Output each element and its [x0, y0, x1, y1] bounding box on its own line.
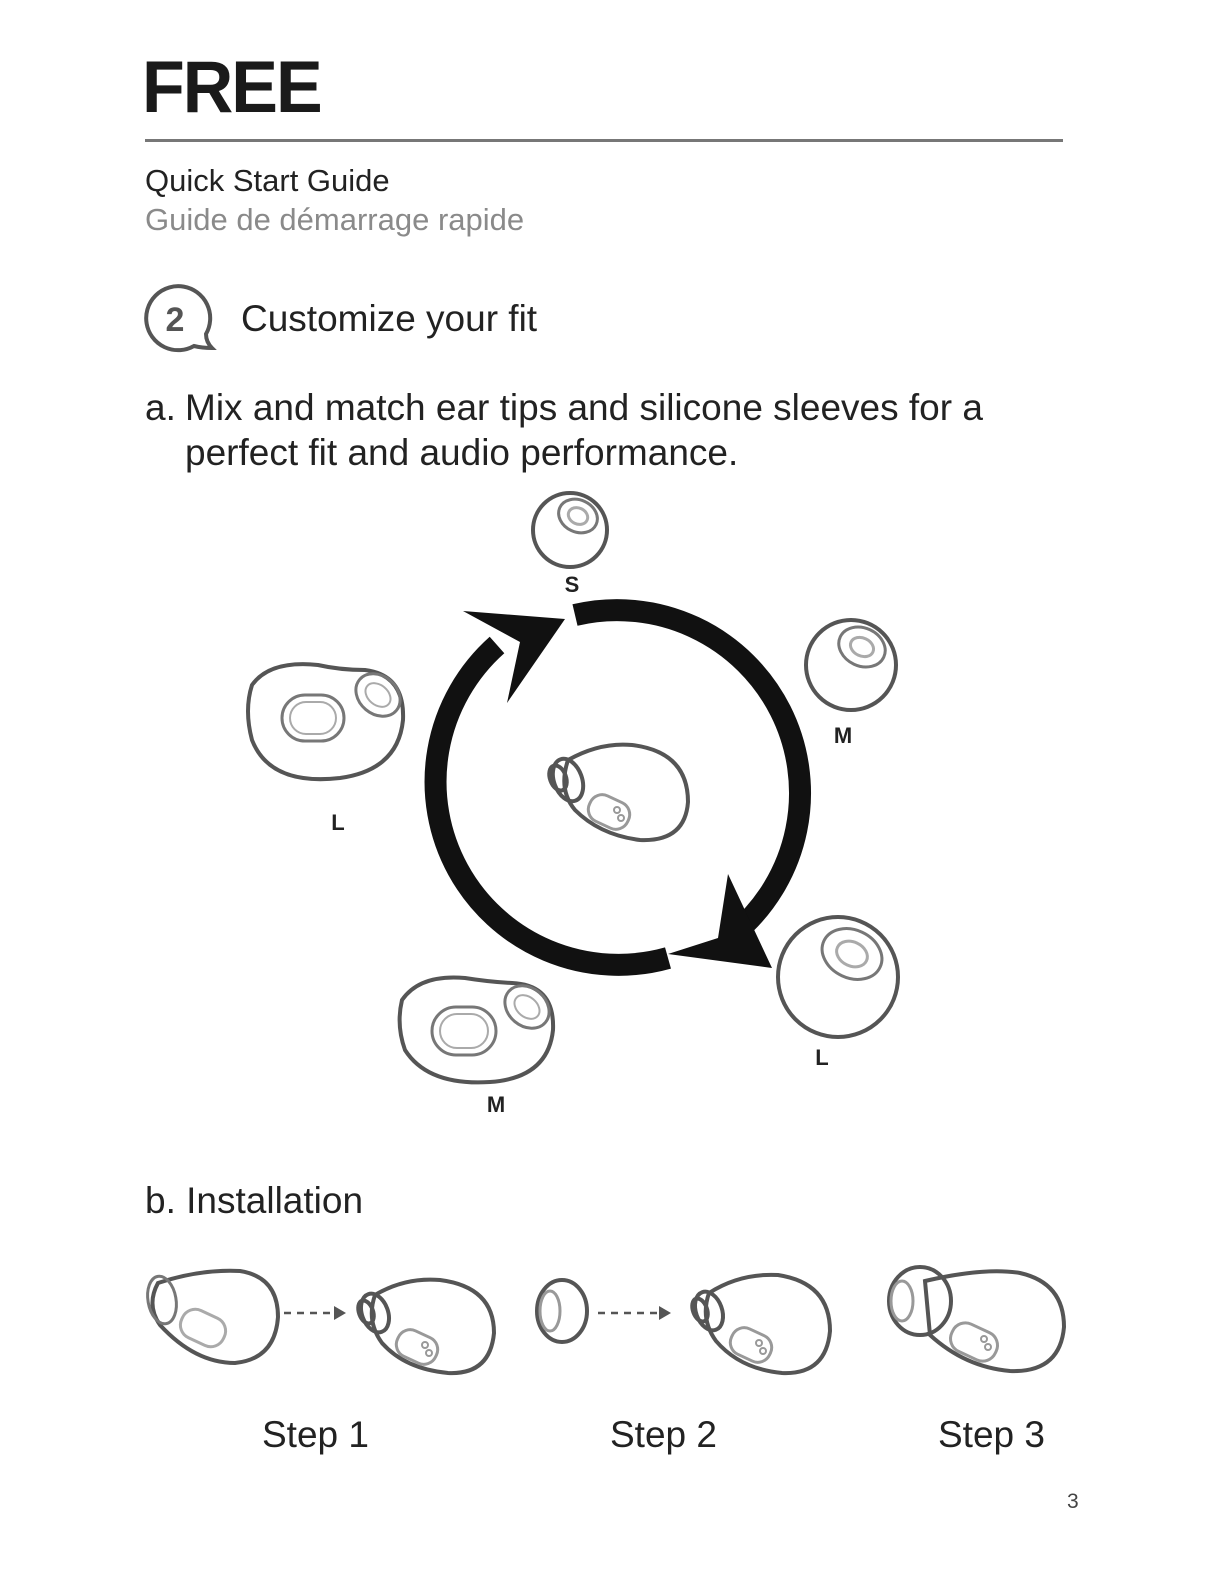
earbud-center-icon [546, 745, 688, 841]
step-1-label: Step 1 [262, 1414, 369, 1456]
fit-diagram: S M L L M [0, 480, 1224, 1140]
sleeve-medium-label: M [487, 1092, 505, 1117]
header-divider [145, 139, 1063, 142]
sleeve-medium-icon [400, 977, 558, 1082]
guide-title-fr: Guide de démarrage rapide [145, 202, 524, 238]
step-a-text-line2: perfect fit and audio performance. [145, 430, 1025, 475]
ear-tip-large-icon [778, 917, 898, 1037]
step-b-title: b. Installation [145, 1180, 363, 1222]
installation-diagram [0, 1255, 1224, 1395]
assembled-earbud-icon [889, 1267, 1064, 1371]
section-number-badge: 2 [142, 284, 218, 356]
section-title: Customize your fit [241, 298, 537, 340]
section-number: 2 [166, 301, 185, 339]
dashed-arrow-icon [284, 1306, 346, 1320]
sleeve-large-icon [248, 664, 409, 779]
cycle-arrows-icon [436, 610, 800, 968]
step-3-label: Step 3 [938, 1414, 1045, 1456]
ear-tip-large-label: L [815, 1045, 828, 1070]
bare-earbud-icon [355, 1280, 494, 1374]
sleeve-large-label: L [331, 810, 344, 835]
step-a-label: a. [145, 385, 185, 430]
ear-tip-side-icon [537, 1280, 587, 1342]
dashed-arrow-icon [598, 1306, 671, 1320]
ear-tip-medium-icon [806, 620, 896, 710]
guide-title: Quick Start Guide [145, 163, 390, 199]
ear-tip-small-label: S [565, 572, 580, 597]
step-a-text-line1: Mix and match ear tips and silicone slee… [185, 387, 983, 428]
brand-logo: FREE [142, 50, 321, 124]
page-number: 3 [1067, 1490, 1079, 1514]
bare-earbud-icon [689, 1275, 830, 1373]
ear-tip-small-icon [533, 493, 607, 567]
step-a-instruction: a.Mix and match ear tips and silicone sl… [145, 385, 1025, 475]
ear-tip-medium-label: M [834, 723, 852, 748]
earbud-with-sleeve-icon [144, 1271, 278, 1363]
step-2-label: Step 2 [610, 1414, 717, 1456]
